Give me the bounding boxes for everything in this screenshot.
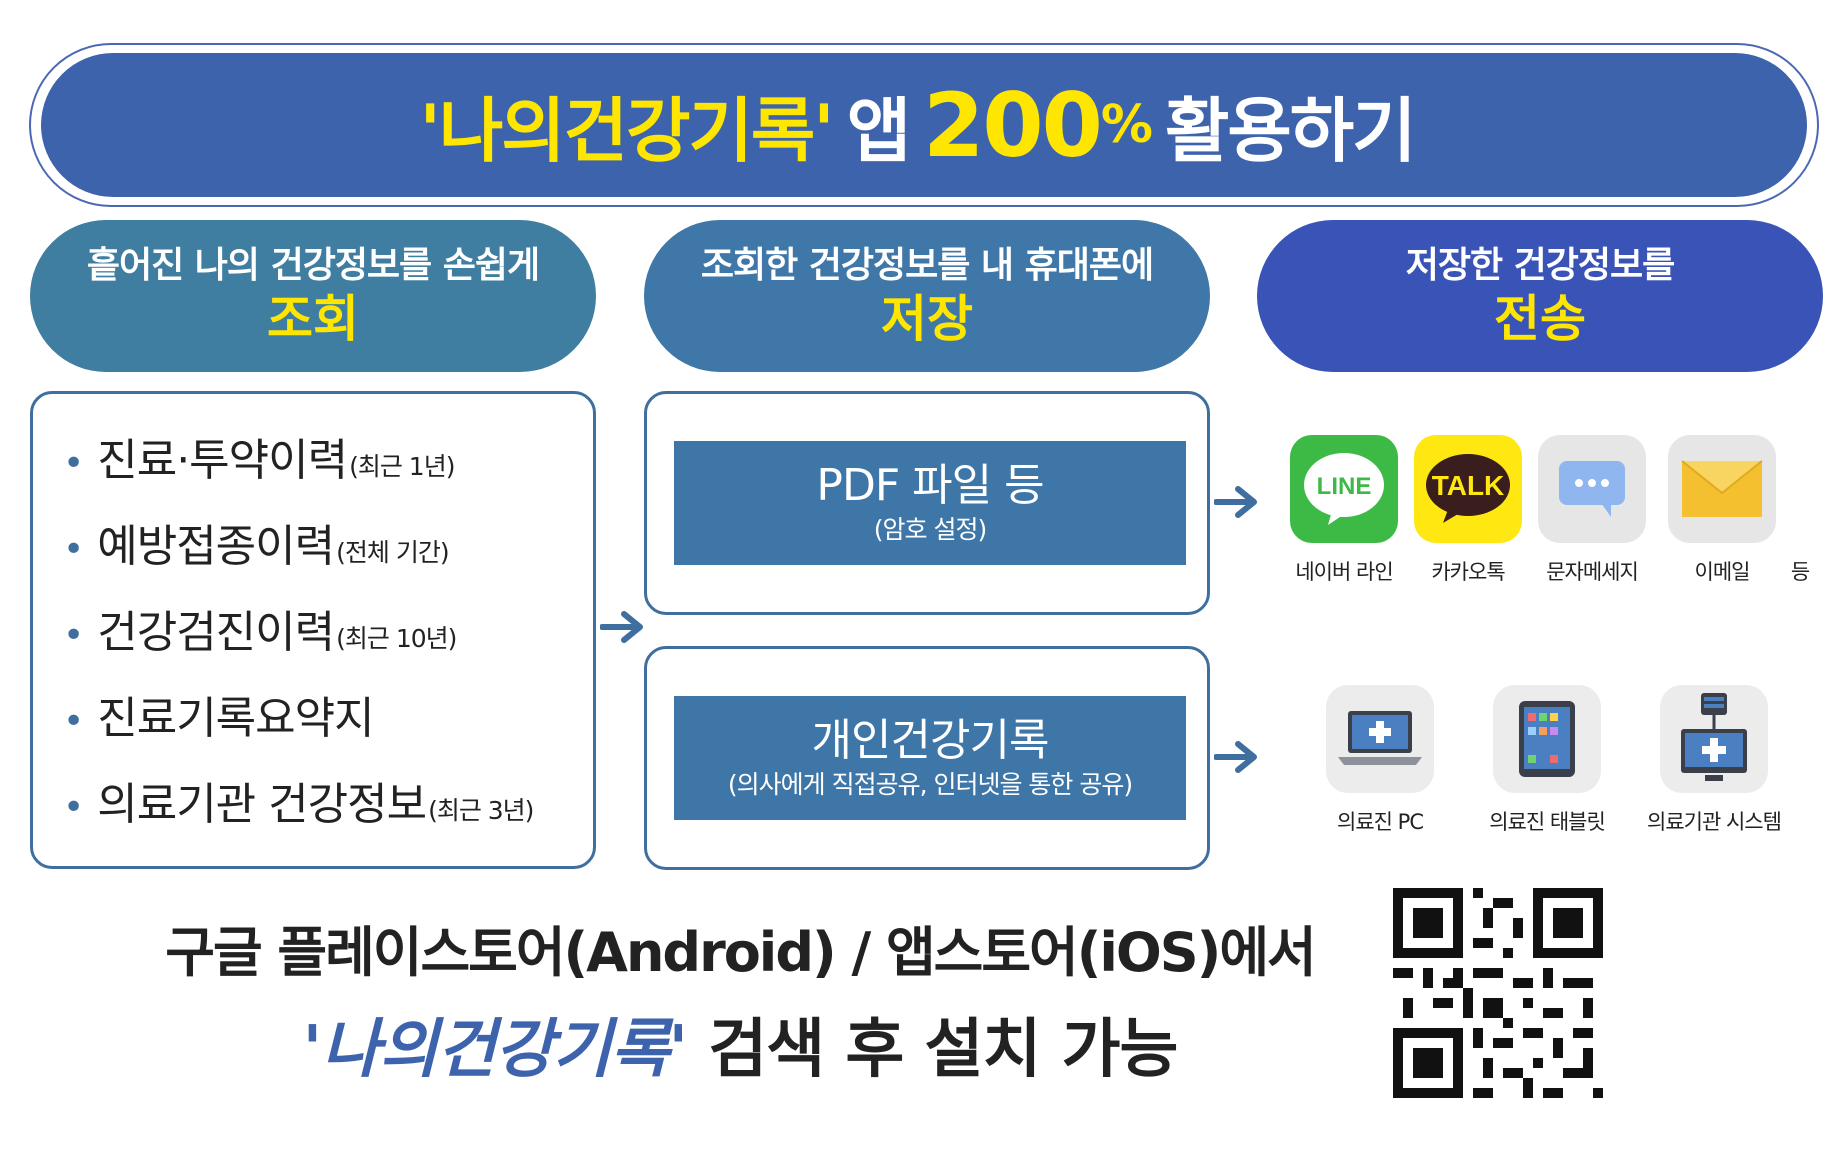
envelope-icon <box>1681 460 1763 517</box>
bullet-icon: • <box>63 615 84 656</box>
save-option-pdf: PDF 파일 등 (암호 설정) <box>644 391 1210 615</box>
svg-text:LINE: LINE <box>1317 473 1372 500</box>
install-search-text: 검색 후 설치 가능 <box>687 1013 1178 1087</box>
list-item: • 예방접종이력 (전체 기간) <box>63 510 593 596</box>
category-lookup-main: 조회 <box>267 290 359 348</box>
banner-app-name: '나의건강기록' <box>419 89 834 172</box>
list-item-note: (전체 기간) <box>336 538 449 567</box>
bullet-icon: • <box>63 443 84 484</box>
list-item-note: (최근 3년) <box>428 796 534 825</box>
list-item-label: 예방접종이력 <box>97 521 335 572</box>
email-icon <box>1668 435 1776 543</box>
save-option-title: PDF 파일 등 <box>816 460 1044 511</box>
device-label: 의료진 태블릿 <box>1489 810 1606 834</box>
list-item-label: 진료기록요약지 <box>97 693 374 744</box>
tablet-graphic-icon <box>1519 701 1575 777</box>
banner-app-word: 앱 <box>846 89 911 172</box>
lookup-list: • 진료·투약이력 (최근 1년) • 예방접종이력 (전체 기간) • 건강검… <box>30 391 596 869</box>
banner-outline <box>29 43 1819 207</box>
app-label: 카카오톡 <box>1431 560 1505 584</box>
banner-action: 활용하기 <box>1164 89 1417 172</box>
tablet-icon <box>1493 685 1601 793</box>
category-send-sub: 저장한 건강정보를 <box>1405 245 1675 286</box>
save-option-subtitle: (의사에게 직접공유, 인터넷을 통한 공유) <box>727 770 1133 799</box>
sms-bubble-icon <box>1559 461 1625 517</box>
laptop-icon <box>1326 685 1434 793</box>
line-icon: LINE <box>1290 435 1398 543</box>
save-option-pdf-panel: PDF 파일 등 (암호 설정) <box>674 441 1186 565</box>
save-option-phr-panel: 개인건강기록 (의사에게 직접공유, 인터넷을 통한 공유) <box>674 696 1186 820</box>
list-item: • 건강검진이력 (최근 10년) <box>63 596 593 682</box>
arrow-right-icon <box>600 611 643 643</box>
save-option-subtitle: (암호 설정) <box>873 515 987 544</box>
list-item-label: 의료기관 건강정보 <box>97 779 427 830</box>
banner-percent: % <box>1100 95 1153 155</box>
category-save-sub: 조회한 건강정보를 내 휴대폰에 <box>700 245 1154 286</box>
sms-icon <box>1538 435 1646 543</box>
category-send: 저장한 건강정보를 전송 <box>1257 220 1823 372</box>
category-send-main: 전송 <box>1494 290 1586 348</box>
category-save: 조회한 건강정보를 내 휴대폰에 저장 <box>644 220 1210 372</box>
bullet-icon: • <box>63 529 84 570</box>
kakaotalk-bubble-icon: TALK <box>1426 454 1510 523</box>
category-save-main: 저장 <box>881 290 973 348</box>
bullet-icon: • <box>63 787 84 828</box>
arrow-right-icon <box>1214 486 1257 518</box>
bullet-icon: • <box>63 701 84 742</box>
install-app-name: '나의건강기록' <box>302 1013 688 1087</box>
install-search-line: '나의건강기록' 검색 후 설치 가능 <box>150 998 1330 1090</box>
save-option-phr: 개인건강기록 (의사에게 직접공유, 인터넷을 통한 공유) <box>644 646 1210 870</box>
svg-text:TALK: TALK <box>1432 470 1505 501</box>
list-item-label: 건강검진이력 <box>97 607 335 658</box>
arrow-right-icon <box>1214 741 1257 773</box>
qr-code-icon[interactable] <box>1393 888 1603 1098</box>
list-item-label: 진료·투약이력 <box>97 435 348 486</box>
category-lookup: 흩어진 나의 건강정보를 손쉽게 조회 <box>30 220 596 372</box>
device-label: 의료진 PC <box>1337 810 1424 834</box>
system-graphic-icon <box>1681 693 1747 781</box>
list-item-note: (최근 1년) <box>349 452 455 481</box>
install-instruction: 구글 플레이스토어(Android) / 앱스토어(iOS)에서 <box>165 921 1316 984</box>
etc-label: 등 <box>1790 560 1810 584</box>
list-item: • 진료기록요약지 <box>63 682 593 768</box>
list-item: • 의료기관 건강정보 (최근 3년) <box>63 768 593 854</box>
save-option-title: 개인건강기록 <box>811 715 1050 766</box>
laptop-graphic-icon <box>1338 711 1422 765</box>
app-label: 이메일 <box>1694 560 1751 584</box>
header-banner: '나의건강기록' 앱 200 % 활용하기 <box>41 53 1807 197</box>
banner-number: 200 <box>923 73 1103 177</box>
line-bubble-icon: LINE <box>1304 453 1384 525</box>
list-item-note: (최근 10년) <box>336 624 457 653</box>
kakaotalk-icon: TALK <box>1414 435 1522 543</box>
category-lookup-sub: 흩어진 나의 건강정보를 손쉽게 <box>86 245 540 286</box>
hospital-system-icon <box>1660 685 1768 793</box>
list-item: • 진료·투약이력 (최근 1년) <box>63 424 593 510</box>
app-label: 문자메세지 <box>1546 560 1639 584</box>
app-label: 네이버 라인 <box>1295 560 1393 584</box>
device-label: 의료기관 시스템 <box>1647 810 1782 834</box>
